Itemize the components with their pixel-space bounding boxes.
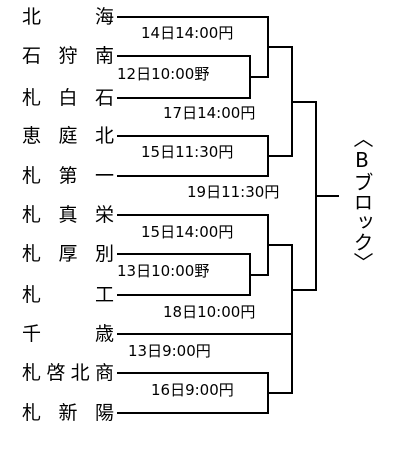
bracket-line-r1-atsubetsu-satsuko bbox=[117, 253, 269, 296]
match-label-2: 12日10:00野 bbox=[116, 65, 211, 83]
team-sapporo-shiraishi: 札白石 bbox=[22, 87, 114, 109]
block-label: 〈Bブロック〉 bbox=[350, 128, 374, 272]
match-label-10: 16日9:00円 bbox=[150, 381, 235, 399]
team-sapporo-keihoku-sho: 札啓北商 bbox=[22, 362, 114, 384]
match-label-6: 15日14:00円 bbox=[140, 223, 235, 241]
team-ishikari-minami: 石狩南 bbox=[22, 45, 114, 67]
match-label-3: 17日14:00円 bbox=[162, 104, 257, 122]
team-sapporo-atsubetsu: 札厚別 bbox=[22, 243, 114, 265]
bracket-line-semi-bottom bbox=[267, 244, 293, 335]
team-chitose: 千歳 bbox=[22, 323, 114, 345]
bracket-line-r2-hokkai bbox=[117, 16, 269, 78]
match-label-1: 14日14:00円 bbox=[140, 24, 235, 42]
team-sapporo-daiichi: 札第一 bbox=[22, 165, 114, 187]
match-label-4: 15日11:30円 bbox=[140, 143, 235, 161]
bracket-line-r2-shinei bbox=[117, 214, 269, 276]
match-label-9: 13日9:00円 bbox=[127, 342, 212, 360]
team-eniwa-kita: 恵庭北 bbox=[22, 125, 114, 147]
match-label-5: 19日11:30円 bbox=[186, 183, 281, 201]
bracket-line-final bbox=[291, 101, 339, 291]
team-sapporo-ko: 札工 bbox=[22, 284, 114, 306]
bracket-line-r2-chitose bbox=[117, 333, 293, 394]
match-label-7: 13日10:00野 bbox=[116, 262, 211, 280]
bracket-line-r1-ishikari-shiraishi bbox=[117, 55, 269, 99]
team-sapporo-shinyo: 札新陽 bbox=[22, 402, 114, 424]
team-sapporo-shinei: 札真栄 bbox=[22, 204, 114, 226]
bracket-line-semi-top bbox=[267, 46, 317, 157]
team-hokkai: 北海 bbox=[22, 6, 114, 28]
match-label-8: 18日10:00円 bbox=[162, 303, 257, 321]
